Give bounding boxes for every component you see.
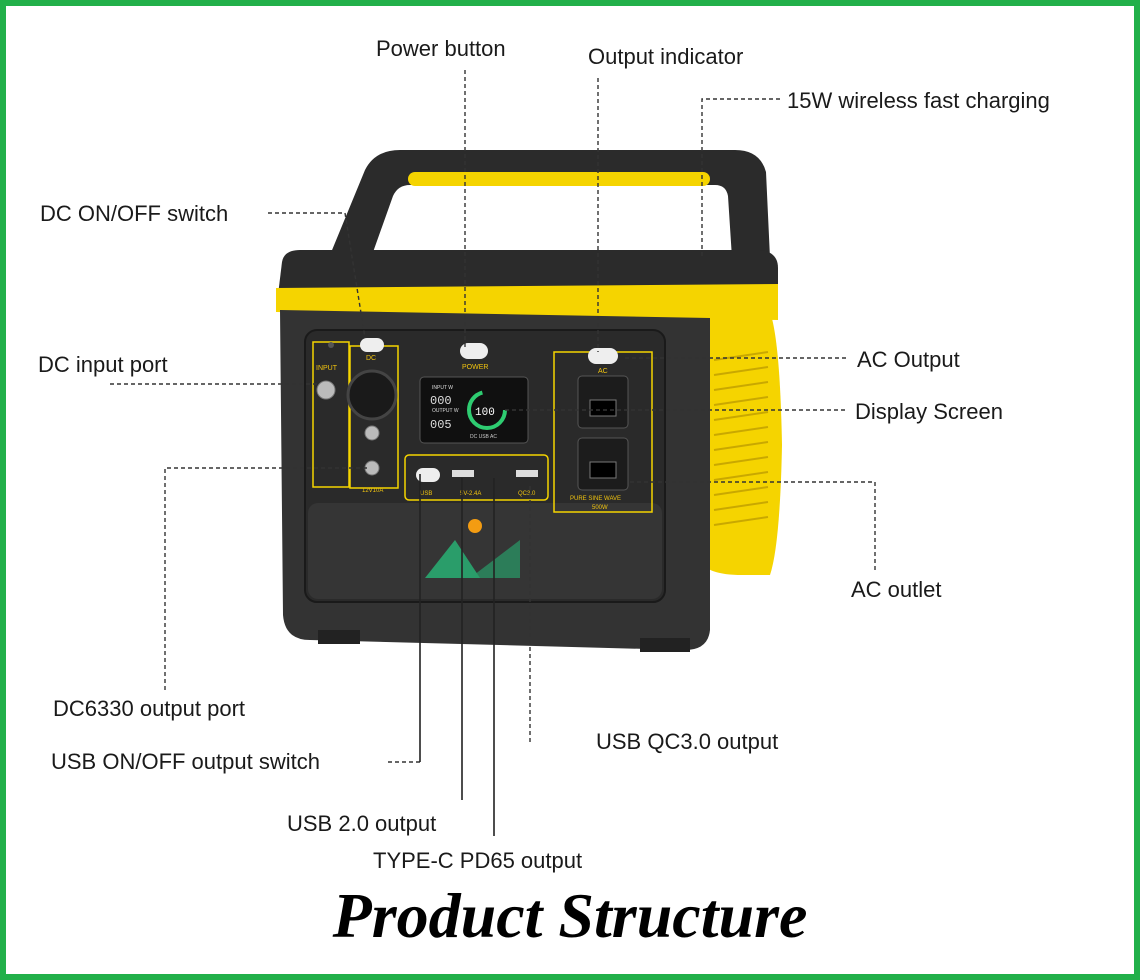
- lcd-in-label: INPUT W: [432, 385, 453, 391]
- yellow-band: [276, 284, 778, 320]
- label-typec: TYPE-C PD65 output: [373, 848, 583, 873]
- input-label: INPUT: [316, 365, 338, 372]
- usb-switch[interactable]: [416, 468, 440, 482]
- side-panel: [700, 312, 782, 575]
- usb-frame: [404, 454, 549, 501]
- label-dc6330: DC6330 output port: [53, 696, 246, 721]
- label-output-indicator: Output indicator: [588, 44, 744, 69]
- label-power-button: Power button: [376, 36, 506, 61]
- label-ac-outlet: AC outlet: [851, 577, 942, 602]
- power-label: POWER: [462, 364, 488, 371]
- dc-label: DC: [366, 355, 376, 362]
- dc-port-2[interactable]: [364, 460, 380, 476]
- lcd-in-value: 000: [430, 394, 452, 408]
- lcd-mode-row: DC USB AC: [470, 434, 497, 440]
- usb20-port[interactable]: [452, 470, 474, 477]
- usb-label: USB: [420, 491, 432, 497]
- qc-label: QC3.0: [518, 491, 536, 497]
- dc-rating: 12V10A: [362, 488, 383, 494]
- brand-logo: [425, 519, 520, 578]
- label-ac-output: AC Output: [857, 347, 960, 372]
- watt-label: 500W: [592, 505, 608, 511]
- top-lid: [278, 250, 778, 295]
- ac-label: AC: [598, 368, 608, 375]
- ac-switch[interactable]: [588, 348, 618, 364]
- lcd-out-value: 005: [430, 418, 452, 432]
- lcd-out-label: OUTPUT W: [432, 408, 459, 414]
- power-switch[interactable]: [460, 343, 488, 359]
- input-led: [328, 342, 334, 348]
- label-usb-switch: USB ON/OFF output switch: [51, 749, 320, 774]
- foot-left: [318, 630, 360, 644]
- leader-lines: [110, 70, 876, 836]
- label-wireless-charging: 15W wireless fast charging: [787, 88, 1050, 113]
- dc-switch[interactable]: [360, 338, 384, 352]
- label-usb20: USB 2.0 output: [287, 811, 437, 836]
- dc-input-jack[interactable]: [316, 380, 336, 400]
- qc30-port[interactable]: [516, 470, 538, 477]
- label-usb-qc30: USB QC3.0 output: [596, 729, 779, 754]
- handle: [330, 150, 770, 258]
- usb-rating: 5V-2.4A: [460, 491, 481, 497]
- label-dc-switch: DC ON/OFF switch: [40, 201, 229, 226]
- typec-port[interactable]: [463, 471, 473, 477]
- foot-right: [640, 638, 690, 652]
- label-display-screen: Display Screen: [855, 399, 1003, 424]
- display-screen: INPUT W 000 OUTPUT W 005 100 DC USB AC: [419, 376, 529, 444]
- page-title: Product Structure: [332, 880, 808, 951]
- lower-panel: [308, 503, 662, 599]
- label-dc-input: DC input port: [38, 352, 168, 377]
- pure-sine-label: PURE SINE WAVE: [570, 496, 621, 502]
- dc-port-1[interactable]: [364, 425, 380, 441]
- side-vents: [713, 351, 769, 526]
- car-socket[interactable]: [346, 369, 398, 421]
- lcd-percent: 100: [475, 407, 495, 419]
